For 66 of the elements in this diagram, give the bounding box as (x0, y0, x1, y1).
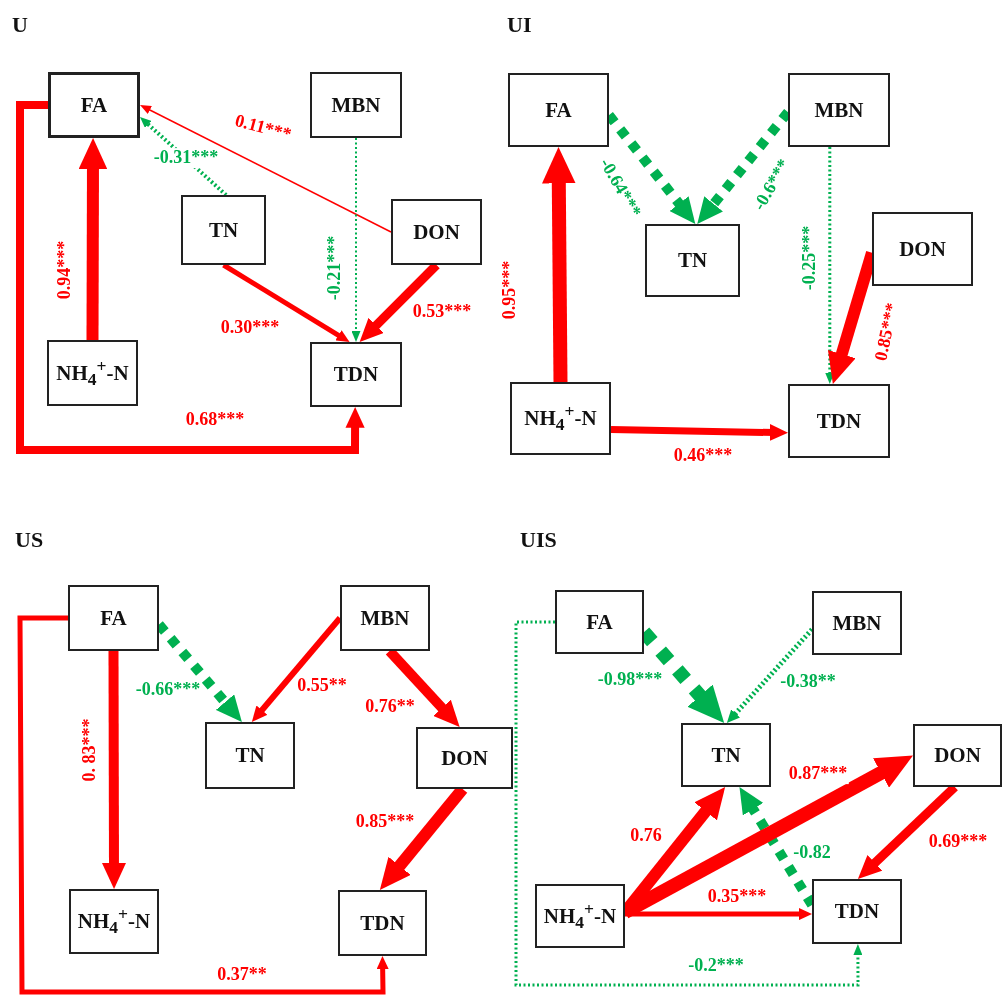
variable-box (812, 879, 902, 944)
edge-label: -0.31*** (152, 148, 220, 168)
variable-name: MBN (331, 92, 381, 118)
variable-box (872, 212, 973, 286)
variable-name: DON (899, 236, 946, 262)
variable-name: FA (100, 605, 127, 631)
variable-name: DON (413, 219, 460, 245)
panel-title: U (12, 12, 28, 38)
arrow (625, 908, 812, 921)
variable-box (338, 890, 427, 956)
variable-name: DON (934, 743, 981, 768)
variable-name: TDN (834, 899, 880, 924)
variable-name: MBN (814, 97, 864, 123)
variable-name: TN (235, 743, 265, 768)
variable-name: TN (677, 248, 708, 273)
variable-box (310, 342, 402, 407)
panel-title: UIS (520, 527, 557, 553)
variable-box (913, 724, 1002, 787)
variable-box (681, 723, 771, 787)
variable-name: TDN (816, 408, 862, 434)
panel-title: US (15, 527, 44, 553)
arrow (351, 137, 361, 342)
variable-box (645, 224, 740, 297)
variable-name: TN (711, 742, 741, 768)
variable-name: NH$_{4}$$^{+}$-N (77, 904, 151, 939)
arrow (726, 627, 814, 724)
variable-box (416, 727, 513, 789)
arrow (514, 620, 863, 987)
variable-box (340, 585, 430, 651)
variable-box (69, 889, 159, 954)
variable-box (68, 585, 159, 651)
variable-name: NH$_{4}$$^{+}$-N (543, 898, 617, 934)
variable-name: FA (586, 609, 613, 635)
variable-box (205, 722, 295, 789)
arrow (610, 424, 789, 441)
variable-name: DON (441, 745, 488, 771)
variable-name: TDN (333, 362, 379, 387)
arrow (78, 137, 108, 341)
variable-name: FA (545, 97, 572, 123)
variable-name: NH$_{4}$$^{+}$-N (524, 401, 597, 436)
variable-box (508, 73, 609, 147)
variable-name: MBN (832, 610, 882, 636)
variable-box (788, 73, 890, 147)
arrow (102, 651, 126, 889)
variable-box (510, 382, 611, 455)
variable-box (181, 195, 266, 265)
variable-box (812, 591, 902, 655)
variable-box (310, 72, 402, 138)
arrow (17, 615, 389, 995)
variable-name: TN (208, 217, 239, 243)
variable-box (47, 340, 138, 406)
variable-name: MBN (360, 605, 410, 631)
arrow (140, 105, 392, 233)
edge-label: 0.87*** (787, 764, 849, 784)
panel-title: UI (507, 12, 532, 38)
arrow (140, 116, 228, 197)
arrow (542, 147, 576, 383)
arrow (825, 147, 835, 384)
variable-box (535, 884, 625, 948)
variable-box (788, 384, 890, 458)
variable-box (391, 199, 482, 265)
variable-name: NH$_{4}$$^{+}$-N (56, 355, 129, 391)
variable-name: FA (80, 92, 108, 118)
variable-box (555, 590, 644, 654)
variable-box (48, 72, 140, 138)
variable-name: TDN (360, 910, 405, 936)
